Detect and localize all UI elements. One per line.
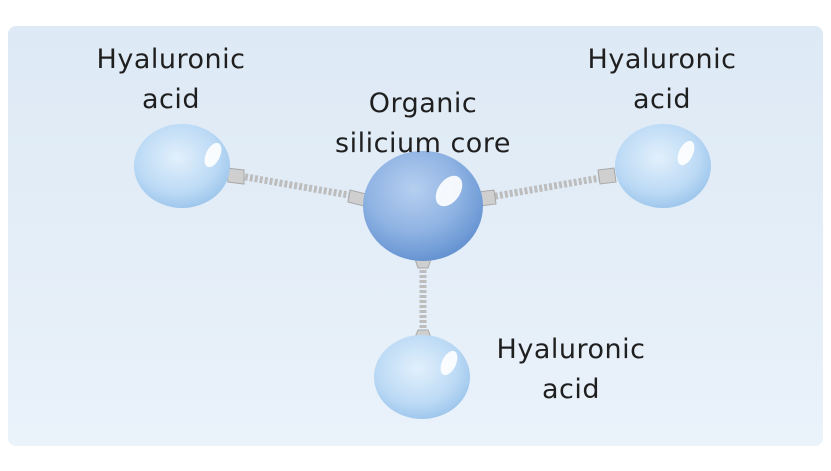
sphere-core — [363, 151, 483, 261]
node-label-bottom-line-1: Hyaluronic — [496, 334, 646, 365]
sphere-bottom — [374, 335, 470, 419]
node-label-left-line-1: Hyaluronic — [96, 44, 246, 75]
node-label-bottom: Hyaluronic acid — [466, 330, 676, 410]
connector-right — [477, 167, 617, 207]
node-label-right: Hyaluronic acid — [557, 40, 767, 120]
node-label-right-line-2: acid — [632, 84, 692, 115]
node-label-bottom-line-2: acid — [541, 374, 601, 405]
sphere-left — [134, 124, 230, 208]
sphere-right — [615, 124, 711, 208]
core-label-line-2: silicium core — [335, 128, 511, 159]
node-label-left-line-2: acid — [141, 84, 201, 115]
core-label-line-1: Organic — [368, 88, 478, 119]
node-label-right-line-1: Hyaluronic — [587, 44, 737, 75]
node-label-left: Hyaluronic acid — [66, 40, 276, 120]
core-label: Organic silicium core — [303, 84, 543, 164]
